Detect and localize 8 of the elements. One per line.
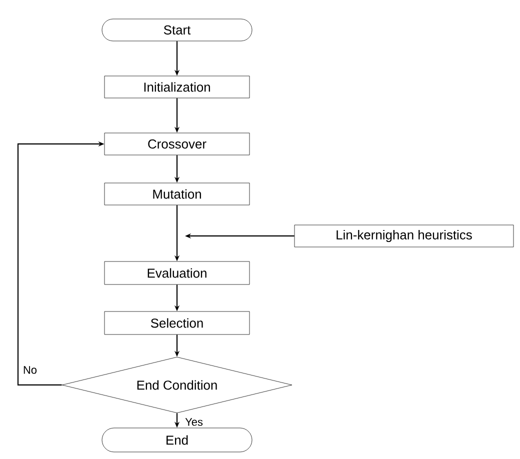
- process-box: Lin-kernighan heuristics: [294, 224, 514, 248]
- edge-label: Yes: [184, 417, 204, 427]
- process-box: Crossover: [104, 132, 250, 156]
- process-box: Initialization: [104, 76, 250, 98]
- edge-label: No: [22, 365, 38, 375]
- process-box: Selection: [104, 311, 250, 335]
- process-box: Evaluation: [104, 261, 250, 285]
- process-box: Mutation: [104, 182, 250, 206]
